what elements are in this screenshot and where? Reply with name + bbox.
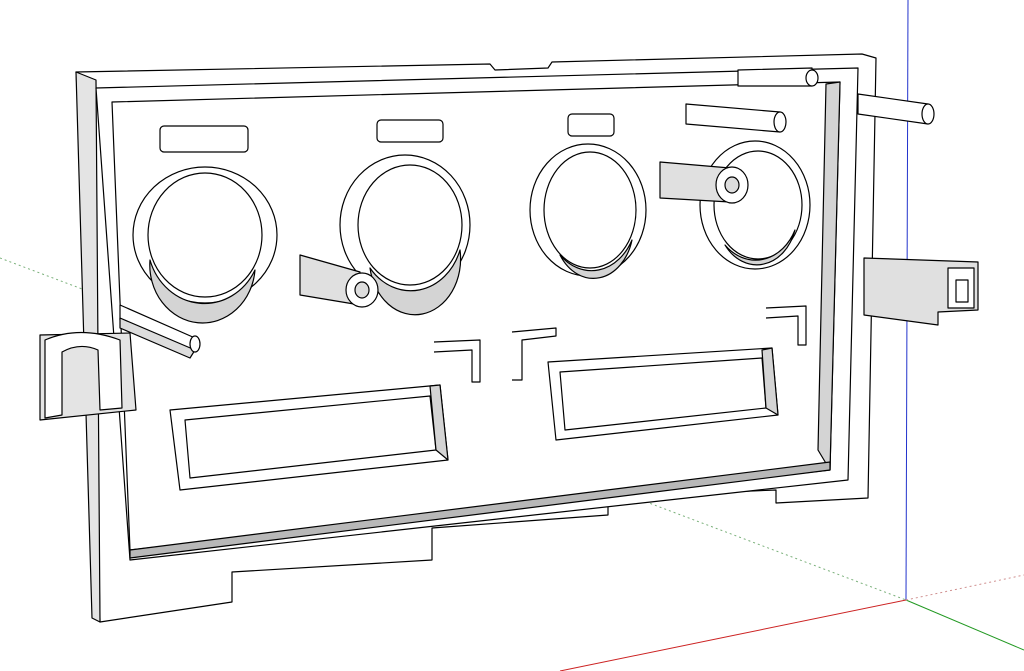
rail-right	[857, 93, 935, 125]
button-window-left	[169, 384, 449, 491]
knob-hole-2	[339, 154, 471, 316]
knob-hole-1	[132, 166, 278, 324]
l-bracket-2	[511, 327, 557, 381]
panel-model[interactable]	[39, 53, 979, 623]
rail-left	[119, 304, 201, 359]
post-cylinder-2	[659, 161, 749, 204]
label-slot-3	[567, 113, 615, 137]
panel-recess-bottom-wall	[129, 461, 831, 559]
post-cylinder-1	[299, 254, 379, 308]
rail-top-1	[737, 67, 819, 87]
x-axis	[559, 599, 907, 671]
l-bracket-3	[765, 305, 807, 346]
l-bracket-1	[433, 339, 481, 383]
knob-hole-4	[699, 140, 811, 270]
label-slot-2	[376, 119, 444, 143]
knob-hole-3	[529, 143, 647, 279]
y-axis	[905, 599, 1024, 651]
label-slot-1	[159, 125, 249, 153]
x-axis-hidden	[905, 574, 1024, 601]
clip-left	[39, 331, 137, 421]
button-window-right	[547, 347, 779, 441]
clip-right	[863, 257, 979, 326]
rail-top-2	[685, 103, 787, 133]
